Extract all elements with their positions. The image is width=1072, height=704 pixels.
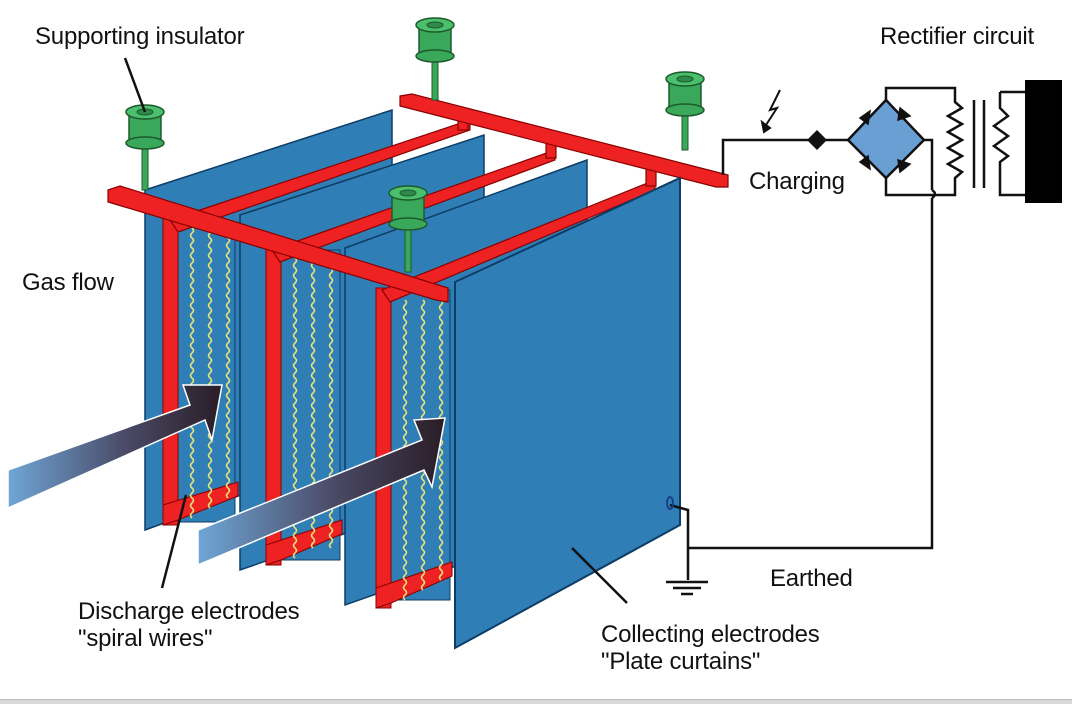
insulator-icon [125,104,165,191]
supporting-insulators [125,17,705,273]
spiral-wire [189,227,195,519]
spiral-wire [207,227,213,509]
transformer-icon [945,90,1025,197]
gas-flow-arrow-1 [7,384,223,510]
insulator-icon [388,185,428,273]
label-collecting-electrodes: Collecting electrodes [601,621,820,648]
label-supporting-insulator: Supporting insulator [35,23,245,50]
label-rectifier-circuit: Rectifier circuit [880,23,1034,50]
label-spiral-wires: "spiral wires" [78,625,213,652]
rectifier-bridge-icon [846,98,926,180]
leader-lines [123,57,628,604]
gas-flow-arrow-2 [197,417,446,567]
insulator-icon [665,71,705,151]
earth-ground-icon [666,580,708,596]
power-source-block-icon [1025,80,1062,203]
label-charging: Charging [749,168,845,195]
label-plate-curtains: "Plate curtains" [601,648,761,675]
label-gas-flow: Gas flow [22,269,114,296]
label-discharge-electrodes: Discharge electrodes [78,598,300,625]
spark-icon [760,89,781,134]
circuit-wiring [669,86,957,580]
discharge-frame-1 [162,217,239,526]
insulator-icon [415,17,455,101]
spiral-wire [225,227,231,499]
front-collecting-plate [454,176,681,650]
junction-diamond-icon [807,130,827,150]
bottom-border [0,699,1072,704]
label-earthed: Earthed [770,565,853,592]
earth-clamp-icon [666,496,674,510]
